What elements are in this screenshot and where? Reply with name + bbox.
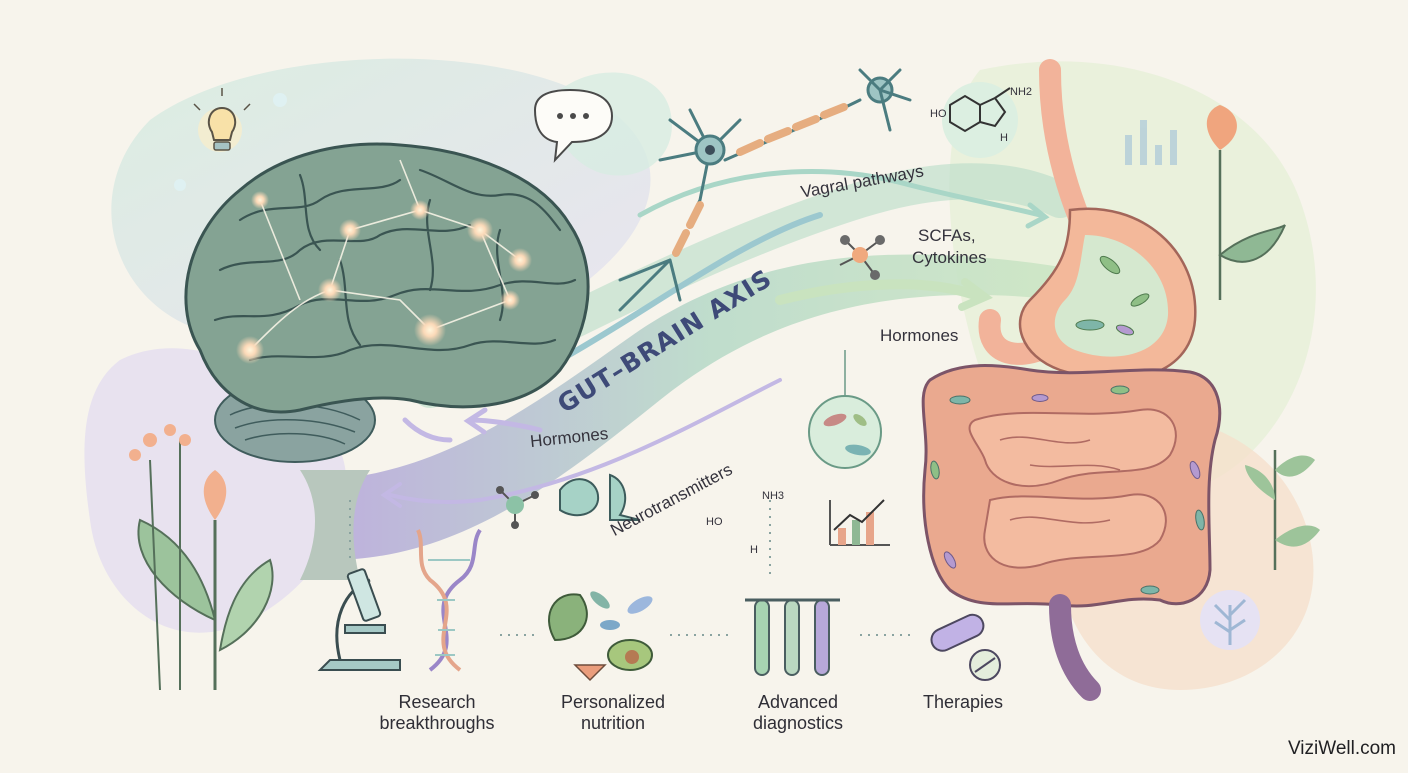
neural-glow-network: [174, 93, 532, 364]
molecule-top-nh2: NH2: [1010, 86, 1033, 98]
caption-diagnostics: Advanced diagnostics: [723, 692, 873, 734]
label-cytokines: Cytokines: [912, 248, 987, 267]
speech-bubble-icon: [533, 88, 614, 163]
stomach-illustration: [978, 59, 1197, 381]
watermark: ViziWell.com: [1287, 738, 1396, 759]
label-hormones-right: Hormones: [880, 326, 959, 345]
synapse-icon: [559, 473, 641, 521]
caption-nutrition-line1: Personalized: [560, 692, 666, 712]
brain-illustration: [174, 93, 590, 580]
gut-bacteria: [930, 385, 1205, 595]
dna-icon: [416, 528, 482, 672]
pills-icon: [930, 613, 1001, 681]
bar-chart-icon: [829, 499, 890, 546]
label-scfas: SCFAs,: [918, 226, 976, 245]
food-icon: [548, 591, 653, 682]
bar-chart-icon-top: [1125, 120, 1177, 165]
caption-nutrition-line2: nutrition: [580, 713, 646, 733]
bottom-connectors: [349, 500, 910, 636]
molecule-bottom-nh3: NH3: [762, 490, 785, 502]
plant-icon-left: [129, 424, 274, 691]
molecule-bottom-ho: HO: [706, 516, 723, 528]
caption-research-line2: breakthroughs: [379, 713, 495, 733]
caption-research-line1: Research: [398, 692, 476, 712]
serotonin-molecule-top: [942, 82, 1018, 158]
intestines-illustration: [921, 364, 1222, 701]
neuron-icon: [618, 68, 912, 312]
tree-icon: [1200, 590, 1260, 650]
caption-therapies-line1: Therapies: [922, 692, 1004, 712]
bacteria-icon: [808, 350, 882, 469]
test-tubes-icon: [745, 598, 840, 676]
molecule-top-h: H: [1000, 132, 1008, 144]
molecule-icon: [839, 235, 885, 280]
molecule-icon-small: [496, 486, 539, 529]
lightbulb-icon: [193, 88, 251, 152]
caption-diagnostics-line2: diagnostics: [752, 713, 844, 733]
caption-therapies: Therapies: [888, 692, 1038, 713]
caption-research: Research breakthroughs: [362, 692, 512, 734]
plant-icon-right: [1206, 105, 1320, 570]
caption-nutrition: Personalized nutrition: [538, 692, 688, 734]
caption-diagnostics-line1: Advanced: [757, 692, 839, 712]
molecule-top-ho: HO: [930, 108, 947, 120]
molecule-bottom-h: H: [750, 544, 758, 556]
microscope-icon: [317, 568, 401, 671]
